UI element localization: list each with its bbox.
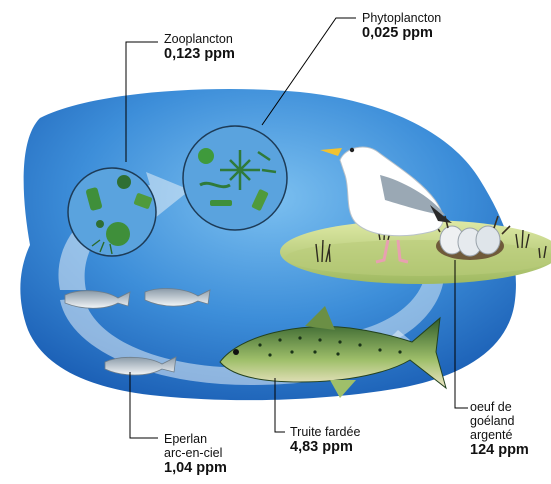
zooplancton-value: 0,123 ppm [164, 46, 235, 62]
smelt-fish-upper [64, 290, 131, 309]
zooplancton-name: Zooplancton [164, 32, 233, 46]
phytoplancton-value: 0,025 ppm [362, 25, 433, 41]
truite-name: Truite fardée [290, 425, 361, 439]
phytoplancton-name: Phytoplancton [362, 11, 442, 25]
label-truite: Truite fardée 4,83 ppm [290, 425, 360, 455]
trout-fish [219, 306, 447, 398]
oeuf-name-line1: oeuf de [470, 400, 512, 414]
oeuf-value: 124 ppm [470, 442, 529, 458]
label-eperlan: Eperlan arc-en-ciel 1,04 ppm [164, 432, 227, 476]
grass-tufts [315, 223, 547, 263]
smelt-fish-lower [104, 356, 177, 376]
eperlan-name-line1: Eperlan [164, 432, 208, 446]
phytoplancton-circle [182, 125, 288, 231]
cycle-arrow-upper [58, 172, 190, 290]
zooplancton-circle [67, 167, 157, 257]
label-phytoplancton: Phytoplancton 0,025 ppm [362, 11, 441, 41]
truite-value: 4,83 ppm [290, 439, 353, 455]
eperlan-value: 1,04 ppm [164, 460, 227, 476]
gull [320, 146, 452, 264]
label-oeuf-goeland: oeuf de goéland argenté 124 ppm [470, 400, 529, 458]
smelt-fish-middle [144, 288, 211, 307]
leader-lines [125, 17, 468, 439]
label-zooplancton: Zooplancton 0,123 ppm [164, 32, 235, 62]
eperlan-name-line2: arc-en-ciel [164, 446, 223, 460]
oeuf-name-line2: goéland [470, 414, 515, 428]
oeuf-name-line3: argenté [470, 428, 513, 442]
nest-eggs [433, 215, 511, 260]
